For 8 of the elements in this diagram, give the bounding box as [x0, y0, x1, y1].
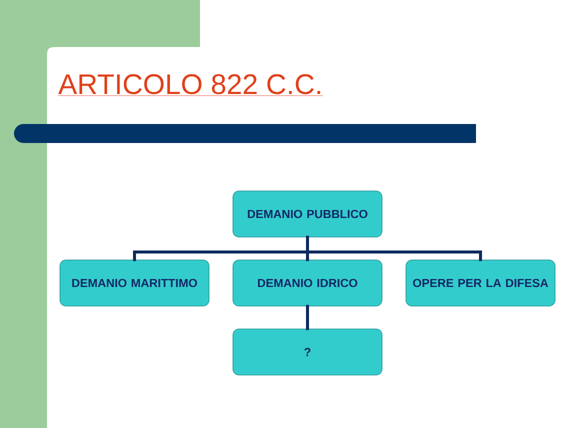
org-box: DEMANIO PUBBLICO	[232, 190, 382, 238]
org-box: ?	[232, 328, 382, 376]
org-box: DEMANIO IDRICO	[232, 260, 382, 306]
org-box: OPERE PER LA DIFESA	[406, 260, 556, 306]
connector-line	[306, 304, 309, 330]
slide-title: ARTICOLO 822 C.C.	[58, 74, 323, 96]
connector-line	[306, 236, 482, 262]
org-box: DEMANIO MARITTIMO	[60, 260, 210, 306]
